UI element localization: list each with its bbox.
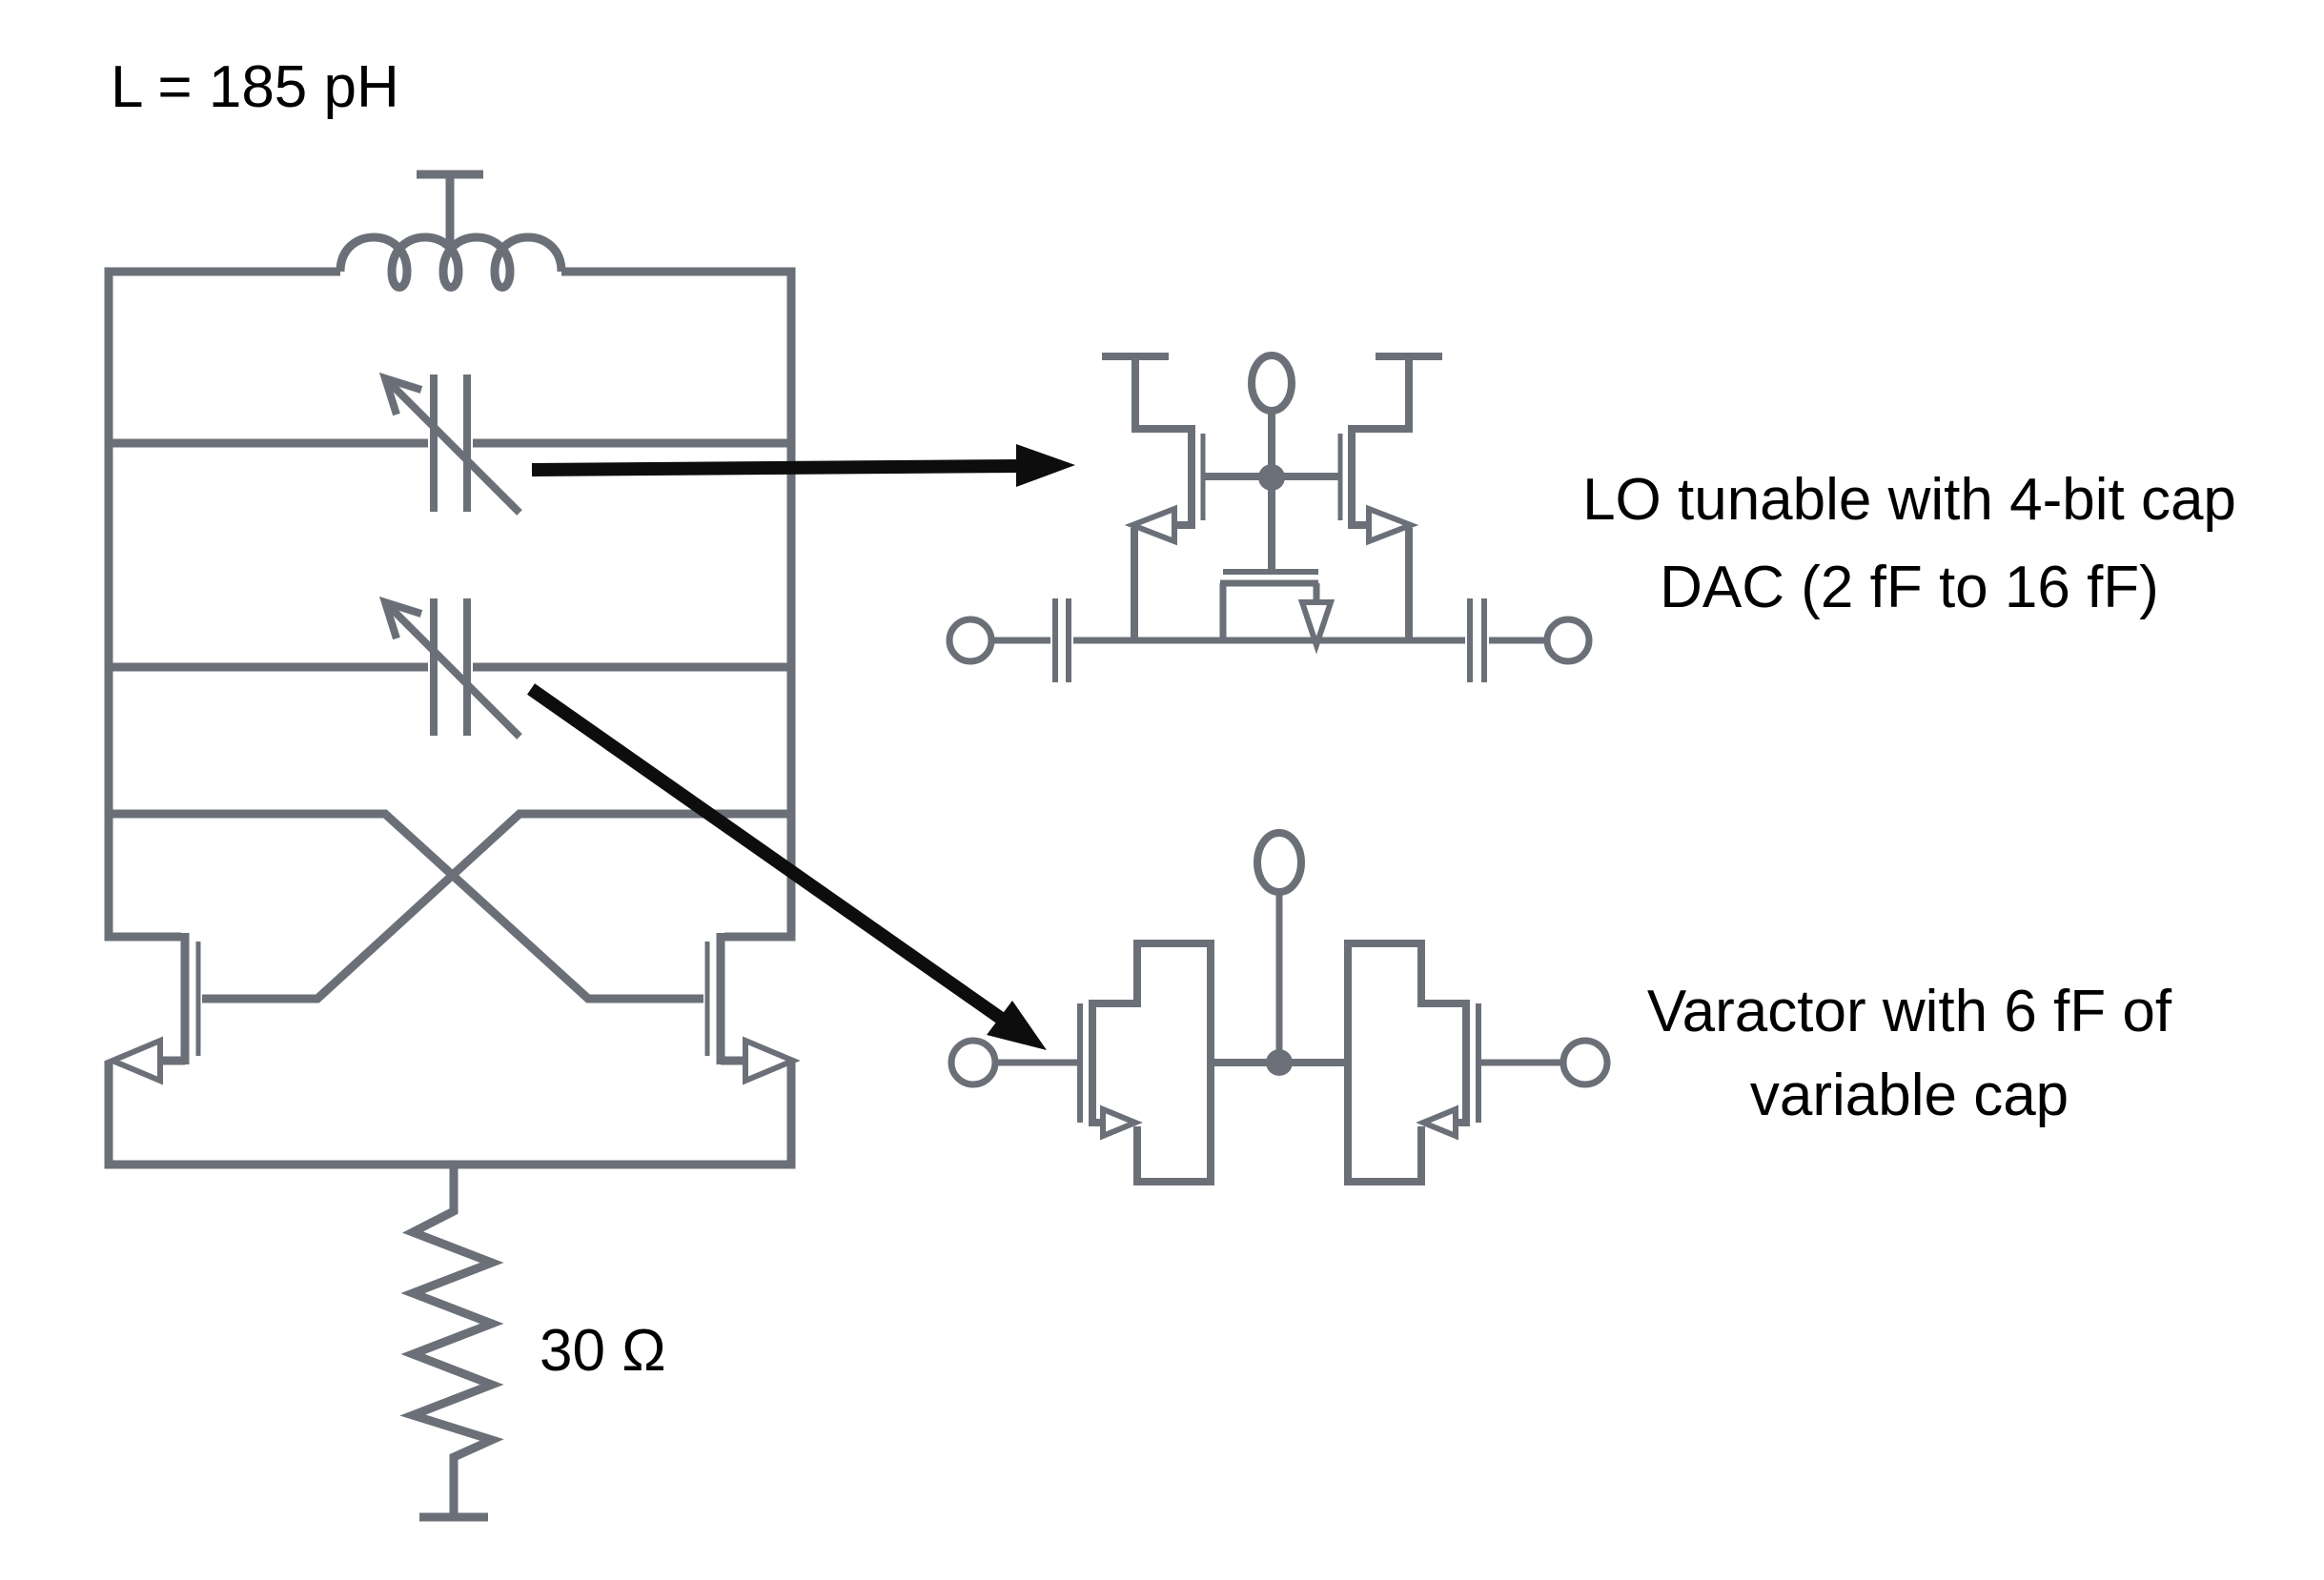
inductor <box>336 233 566 292</box>
cap-dac-label-line2: DAC (2 fF to 16 fF) <box>1660 555 2159 620</box>
dac-fet-right <box>1281 353 1442 640</box>
source-arrow-icon <box>1100 1104 1143 1141</box>
varactor-top-terminal <box>1254 829 1305 1051</box>
tank-outline <box>104 267 796 1169</box>
varactor-label-line1: Varactor with 6 fF of <box>1647 979 2172 1044</box>
source-arrow-icon <box>1297 599 1335 655</box>
varactor-label-line2: variable cap <box>1750 1063 2069 1128</box>
source-arrow-icon <box>1416 1104 1458 1141</box>
inductance-label: L = 185 pH <box>111 54 399 120</box>
varactor-left <box>948 940 1268 1185</box>
cap-dac-label-line1: LO tunable with 4-bit cap <box>1582 467 2236 533</box>
nmos-right <box>704 933 801 1085</box>
callout-arrow-cap-dac <box>531 444 1075 487</box>
center-tap-terminal <box>417 170 483 246</box>
dac-fet-left <box>1102 353 1262 640</box>
variable-arrow-icon <box>378 372 423 416</box>
source-arrow-icon <box>743 1036 801 1085</box>
tunable-cap-1 <box>109 372 791 516</box>
dac-io-rail <box>946 598 1593 682</box>
dac-center-node <box>1258 464 1285 491</box>
resistance-label: 30 Ω <box>540 1318 666 1384</box>
coupling-cap-right <box>1467 598 1487 682</box>
nmos-left <box>105 933 201 1085</box>
varactor-port-left <box>948 1037 999 1088</box>
varactor-center-node <box>1266 1049 1293 1076</box>
dac-port-right <box>1543 616 1593 665</box>
callout-arrow-varactor <box>526 683 1047 1050</box>
cap-dac-circuit <box>946 352 1593 682</box>
varactor-circuit <box>948 829 1611 1185</box>
varactor-port-right <box>1560 1037 1611 1088</box>
source-arrow-icon <box>1366 504 1419 546</box>
source-arrow-icon <box>105 1036 163 1085</box>
varactor-right <box>1291 940 1611 1185</box>
dac-top-terminal <box>1248 352 1295 467</box>
tail-resistor <box>399 1165 504 1522</box>
source-arrow-icon <box>1124 504 1177 546</box>
variable-arrow-icon <box>378 596 423 640</box>
dac-switch-fet <box>1219 569 1335 655</box>
coupling-cap-left <box>1052 598 1071 682</box>
tunable-cap-2 <box>109 596 791 739</box>
dac-port-left <box>946 616 995 665</box>
cross-coupling <box>109 809 791 1003</box>
